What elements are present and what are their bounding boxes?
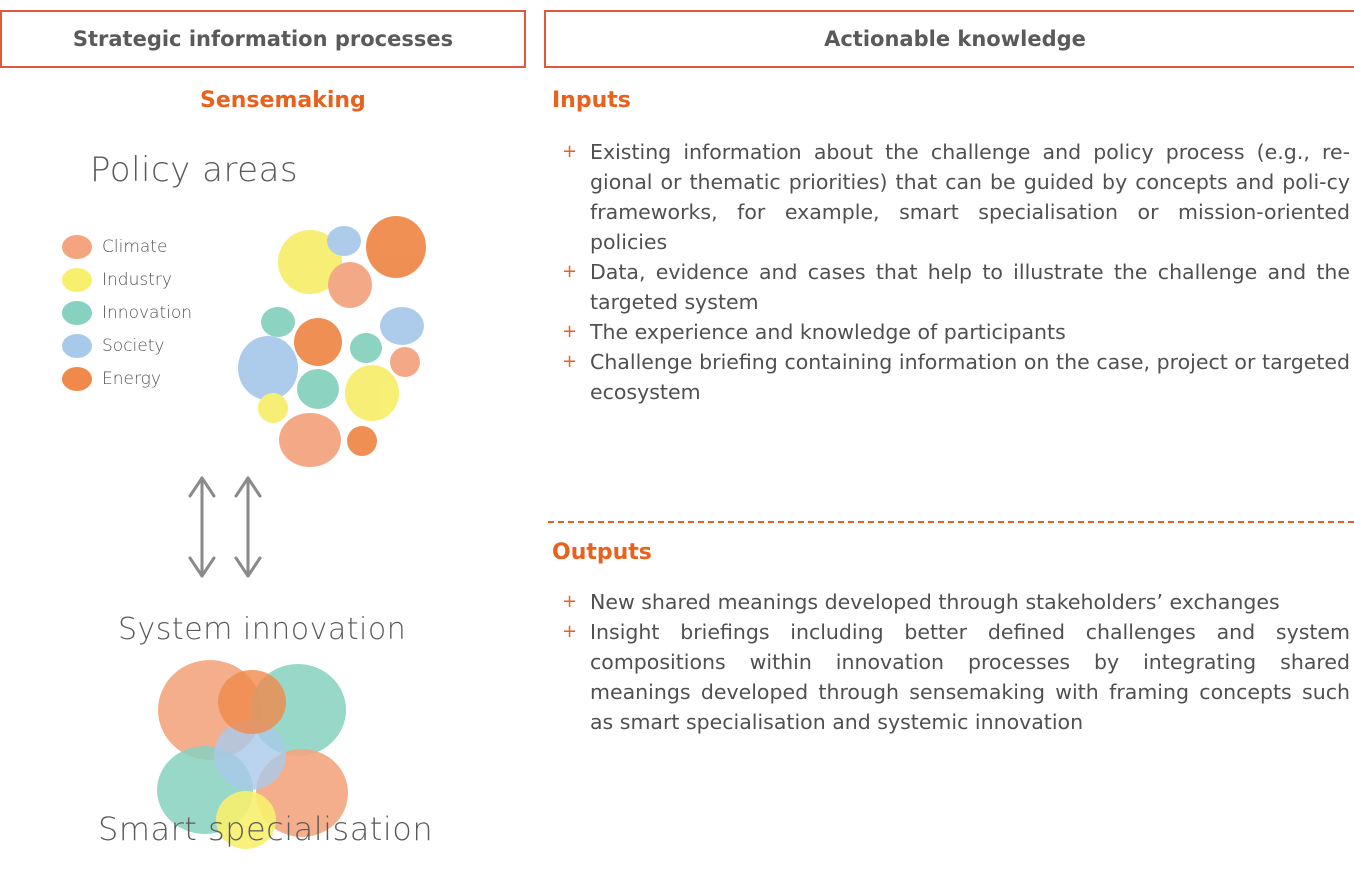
legend-item-innovation: Innovation: [62, 296, 192, 329]
policy-areas-title: Policy areas: [90, 150, 299, 190]
bubble: [327, 226, 361, 256]
legend-label: Society: [102, 335, 165, 356]
blob: [218, 670, 286, 734]
bubble: [328, 262, 372, 308]
policy-bubble-cluster: [238, 216, 426, 467]
bubble: [366, 216, 426, 278]
legend-dot-society: [62, 333, 92, 358]
outputs-title: Outputs: [552, 540, 652, 565]
bubble: [238, 336, 298, 400]
plus-icon: +: [562, 591, 578, 612]
double-arrow-icon: [188, 476, 262, 578]
bubble: [258, 393, 288, 423]
header-left-label: Strategic information processes: [72, 27, 454, 51]
legend-label: Climate: [102, 236, 168, 257]
blob: [214, 720, 286, 790]
blob: [216, 791, 276, 849]
plus-icon: +: [562, 621, 578, 642]
outputs-list: + New shared meanings developed through s…: [560, 587, 1350, 737]
dashed-divider: [548, 521, 1354, 523]
bubble: [294, 318, 342, 366]
legend-dot-energy: [62, 366, 92, 391]
inputs-title: Inputs: [552, 88, 631, 113]
input-item-text: The experience and knowledge of particip…: [590, 320, 1066, 344]
bubble: [279, 413, 341, 467]
legend-dot-industry: [62, 267, 92, 292]
list-item: + The experience and knowledge of partici…: [560, 317, 1350, 347]
input-item-text: Data, evidence and cases that help to il…: [590, 260, 1350, 314]
bubble: [297, 369, 339, 409]
bubble: [350, 333, 382, 363]
output-item-text: Insight briefings including better defin…: [590, 620, 1350, 734]
list-item: + Existing information about the challeng…: [560, 137, 1350, 257]
system-innovation-title: System innovation: [118, 612, 407, 647]
legend-item-climate: Climate: [62, 230, 192, 263]
list-item: + Data, evidence and cases that help to i…: [560, 257, 1350, 317]
output-item-text: New shared meanings developed through st…: [590, 590, 1280, 614]
bubble: [278, 230, 342, 294]
legend-item-energy: Energy: [62, 362, 192, 395]
inputs-list: + Existing information about the challeng…: [560, 137, 1350, 407]
policy-areas-legend: Climate Industry Innovation Society Ener…: [62, 230, 192, 395]
sensemaking-title: Sensemaking: [200, 88, 366, 113]
legend-item-society: Society: [62, 329, 192, 362]
bubble: [380, 307, 424, 345]
legend-dot-climate: [62, 234, 92, 259]
legend-label: Energy: [102, 368, 161, 389]
legend-dot-innovation: [62, 300, 92, 325]
legend-label: Industry: [102, 269, 172, 290]
plus-icon: +: [562, 321, 578, 342]
sensemaking-illustration: [157, 216, 426, 849]
header-strategic-information-processes: Strategic information processes: [0, 10, 526, 68]
bubble: [261, 307, 295, 337]
list-item: + New shared meanings developed through s…: [560, 587, 1350, 617]
system-innovation-blobs: [157, 660, 348, 849]
plus-icon: +: [562, 351, 578, 372]
list-item: + Insight briefings including better defi…: [560, 617, 1350, 737]
legend-item-industry: Industry: [62, 263, 192, 296]
input-item-text: Challenge briefing containing informatio…: [590, 350, 1350, 404]
legend-label: Innovation: [102, 302, 193, 323]
bubble: [347, 426, 377, 456]
plus-icon: +: [562, 141, 578, 162]
bubble: [345, 365, 399, 421]
header-right-label: Actionable knowledge: [824, 27, 1086, 51]
header-actionable-knowledge: Actionable knowledge: [544, 10, 1354, 68]
bubble: [390, 347, 420, 377]
list-item: + Challenge briefing containing informati…: [560, 347, 1350, 407]
input-item-text: Existing information about the challenge…: [590, 140, 1350, 254]
plus-icon: +: [562, 261, 578, 282]
smart-specialisation-title: Smart specialisation: [98, 810, 434, 848]
